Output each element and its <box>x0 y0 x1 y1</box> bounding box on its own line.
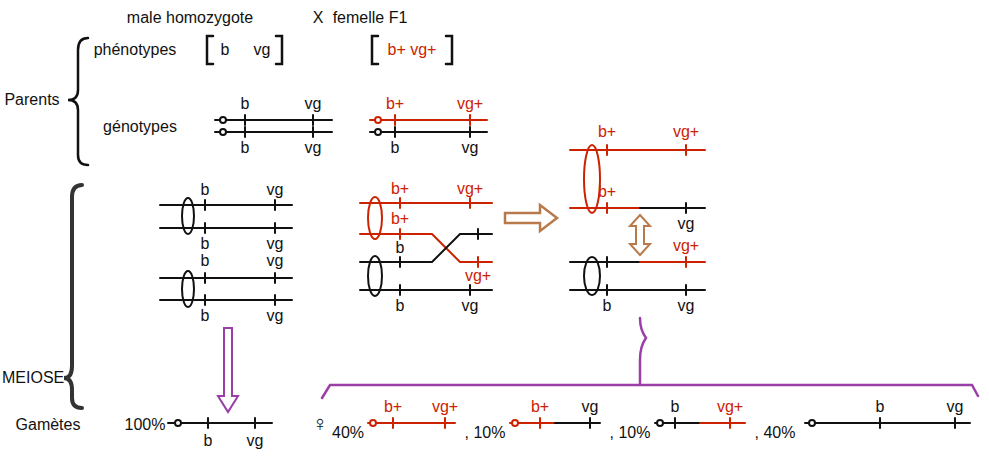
gene-label: vg+ <box>432 399 458 415</box>
gene-label: b <box>396 298 405 314</box>
gene-label: , 10% <box>465 425 506 441</box>
gene-label: b <box>391 140 400 156</box>
gene-label: vg+ <box>673 238 699 254</box>
gene-label: vg+ <box>673 124 699 140</box>
gene-label: phénotypes <box>94 42 177 58</box>
gene-label: b+ <box>386 96 404 112</box>
gene-label: vg <box>678 298 695 314</box>
gene-label: b+ <box>391 211 409 227</box>
gene-label: b <box>201 308 210 324</box>
gene-label: vg+ <box>717 399 743 415</box>
gene-label: b <box>201 236 210 252</box>
gene-label: vg+ <box>457 96 483 112</box>
gene-label: b+ <box>598 124 616 140</box>
gene-label: b+ <box>384 399 402 415</box>
gene-label: vg <box>462 298 479 314</box>
gene-label: vg <box>267 182 284 198</box>
gene-label: b <box>603 298 612 314</box>
gene-label: X <box>313 10 324 26</box>
gene-label: MEIOSE <box>2 370 64 386</box>
gene-label: vg+ <box>465 268 491 284</box>
gene-label: Gamètes <box>16 417 81 433</box>
gene-label: ♀ <box>312 413 329 435</box>
gene-label: 40% <box>332 425 364 441</box>
gene-label: b <box>201 182 210 198</box>
gene-label: b <box>876 399 885 415</box>
gene-label: vg <box>305 140 322 156</box>
gene-label: 100% <box>125 417 166 433</box>
gene-label: vg+ <box>457 181 483 197</box>
gene-label: , 40% <box>755 425 796 441</box>
gene-label: femelle F1 <box>333 10 408 26</box>
gene-label: vg <box>254 42 271 58</box>
gene-label: Parents <box>4 92 59 108</box>
gene-label: b+ <box>391 181 409 197</box>
gene-label: vg <box>305 96 322 112</box>
gene-label: b <box>241 96 250 112</box>
gene-label: b <box>396 240 405 256</box>
gene-label: b <box>241 140 250 156</box>
gene-label: b+ <box>598 184 616 200</box>
gene-label: vg <box>247 433 264 449</box>
gene-label: b+ vg+ <box>388 42 437 58</box>
gene-label: b+ <box>531 399 549 415</box>
gene-label: , 10% <box>610 425 651 441</box>
gene-label: vg <box>678 216 695 232</box>
gene-label: génotypes <box>103 119 177 135</box>
gene-label: male homozygote <box>127 10 253 26</box>
gene-label: vg <box>267 236 284 252</box>
gene-label: vg <box>582 399 599 415</box>
gene-label: b <box>221 42 230 58</box>
gene-label: vg <box>947 399 964 415</box>
gene-label: b <box>204 433 213 449</box>
gene-label: b <box>671 399 680 415</box>
gene-label: vg <box>267 308 284 324</box>
gene-label: vg <box>267 253 284 269</box>
gene-label: vg <box>462 140 479 156</box>
gene-label: b <box>201 253 210 269</box>
